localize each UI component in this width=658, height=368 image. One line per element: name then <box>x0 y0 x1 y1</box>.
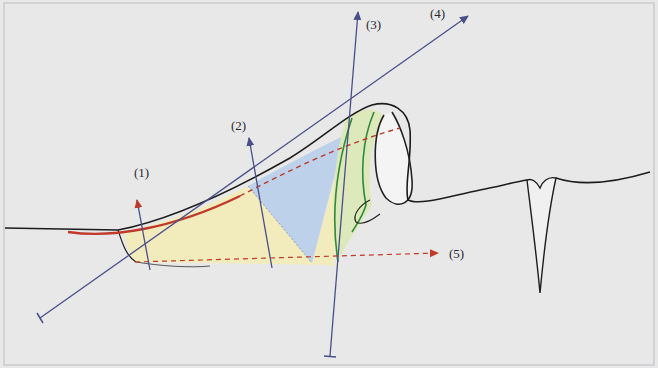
profile-outline <box>556 172 650 183</box>
alar-base <box>355 200 380 223</box>
bone-outline <box>136 262 210 267</box>
axis-line <box>135 253 438 262</box>
axis-tick <box>37 313 43 323</box>
callout-number: (2) <box>229 118 248 133</box>
axis-line <box>330 12 358 356</box>
profile-outline <box>5 104 527 230</box>
callout-number: (3) <box>364 17 383 32</box>
axis-line <box>137 200 150 270</box>
axis-tick <box>324 356 336 357</box>
green-region <box>333 110 383 262</box>
red-dashed-line <box>240 128 400 196</box>
paper-edge <box>4 3 654 365</box>
axis-line <box>40 16 468 318</box>
red-line <box>68 196 240 234</box>
lip-outline <box>527 178 556 293</box>
callout-number: (1) <box>132 165 151 180</box>
region-border <box>248 186 312 263</box>
callout-number: (4) <box>428 6 447 21</box>
callout-number: (5) <box>447 246 466 261</box>
